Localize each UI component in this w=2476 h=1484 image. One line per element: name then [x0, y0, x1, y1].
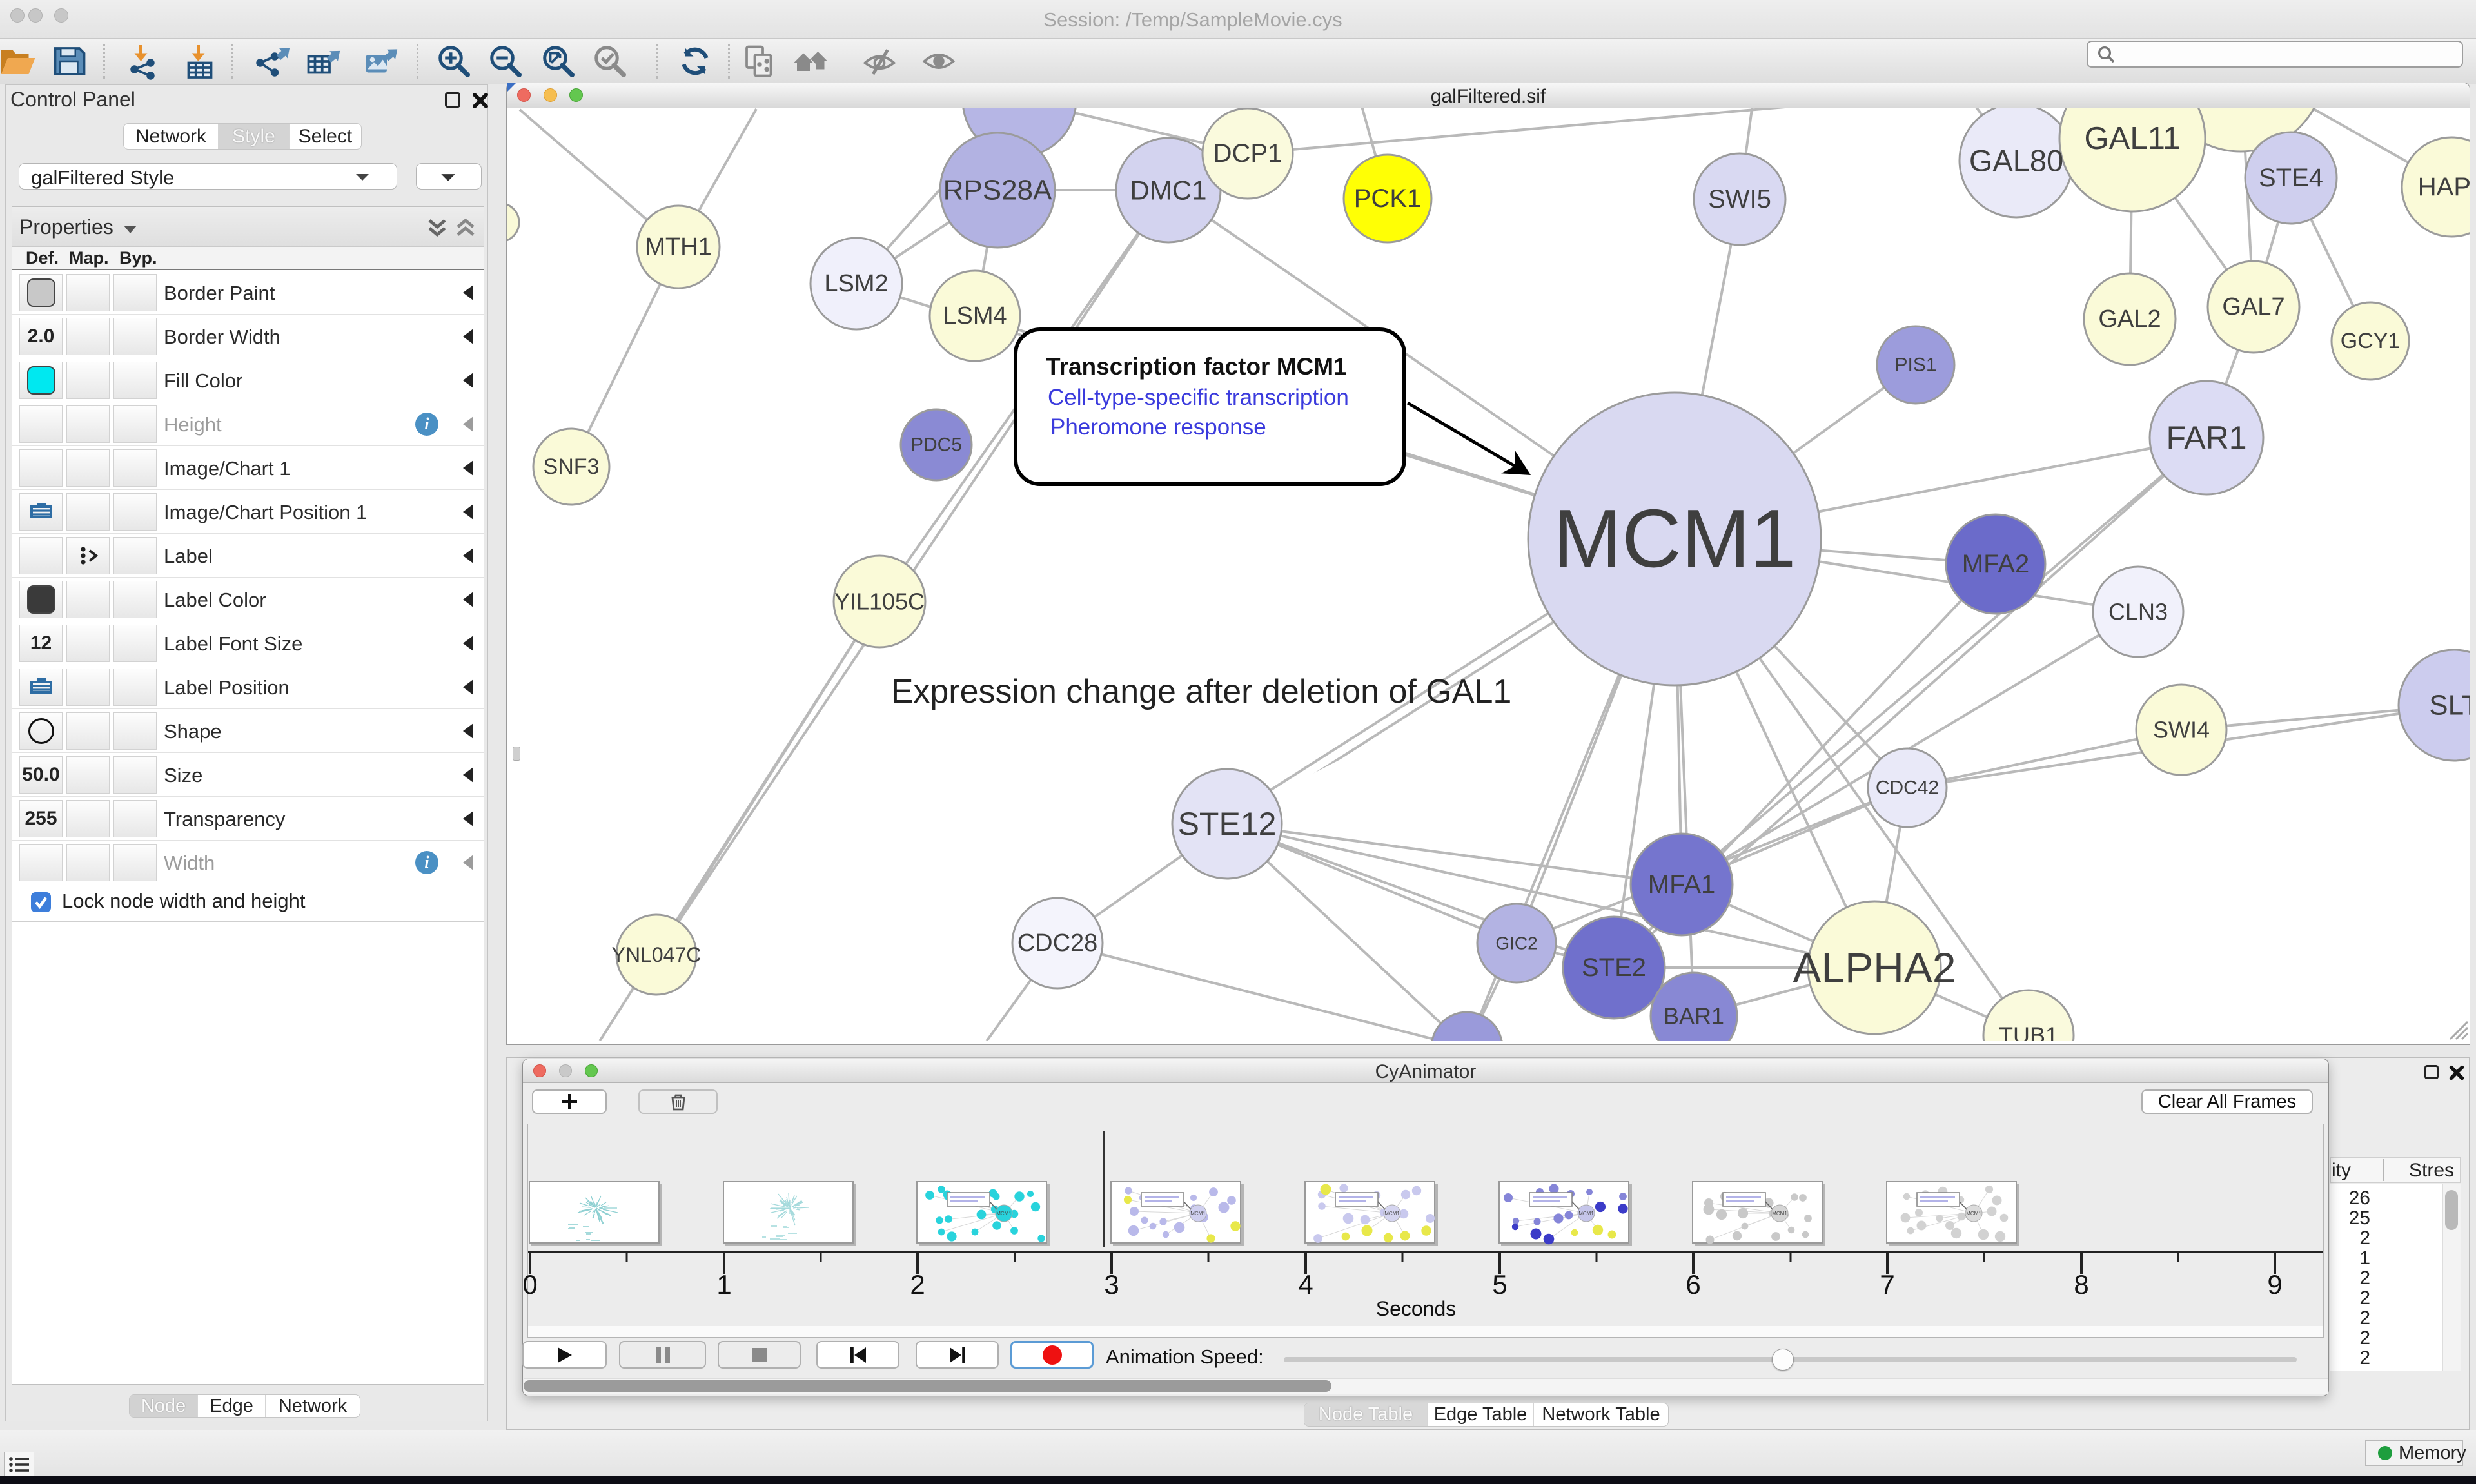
- svg-text:8: 8: [2074, 1269, 2088, 1296]
- svg-text:GIC2: GIC2: [1495, 933, 1537, 953]
- svg-text:MTH1: MTH1: [645, 233, 711, 260]
- svg-text:CDC42: CDC42: [1876, 777, 1939, 799]
- svg-text:GAL80: GAL80: [1969, 144, 2063, 178]
- svg-text:STE12: STE12: [1178, 806, 1277, 842]
- svg-text:MFA1: MFA1: [1648, 870, 1715, 899]
- svg-text:GCY1: GCY1: [2341, 329, 2401, 353]
- svg-text:ALPHA2: ALPHA2: [1793, 944, 1956, 991]
- svg-text:GAL11: GAL11: [2085, 121, 2181, 156]
- svg-text:Transcription factor MCM1: Transcription factor MCM1: [1046, 353, 1347, 380]
- svg-text:MCM1: MCM1: [1384, 1211, 1400, 1216]
- svg-text:YNL047C: YNL047C: [612, 943, 702, 966]
- svg-text:STE4: STE4: [2259, 164, 2323, 192]
- svg-text:MCM1: MCM1: [1772, 1211, 1787, 1216]
- svg-text:STE2: STE2: [1582, 953, 1646, 982]
- svg-text:DMC1: DMC1: [1130, 175, 1206, 206]
- svg-text:GAL2: GAL2: [2098, 306, 2161, 333]
- svg-text:MCM1: MCM1: [996, 1211, 1012, 1216]
- svg-text:2: 2: [910, 1269, 925, 1296]
- svg-text:0: 0: [522, 1269, 537, 1296]
- svg-text:HAP2: HAP2: [2418, 173, 2470, 201]
- svg-text:TUB1: TUB1: [1999, 1022, 2058, 1042]
- svg-text:BAR1: BAR1: [1664, 1003, 1724, 1030]
- svg-text:4: 4: [1298, 1269, 1313, 1296]
- svg-text:PIS1: PIS1: [1894, 355, 1936, 376]
- svg-text:3: 3: [1104, 1269, 1119, 1296]
- svg-text:6: 6: [1685, 1269, 1700, 1296]
- svg-text:MCM1: MCM1: [1966, 1211, 1981, 1216]
- svg-text:RPS28A: RPS28A: [943, 175, 1052, 206]
- svg-text:MCM1: MCM1: [1553, 493, 1796, 585]
- svg-text:SWI5: SWI5: [1708, 185, 1771, 213]
- svg-text:CDC28: CDC28: [1017, 930, 1098, 957]
- svg-text:SNF3: SNF3: [544, 454, 600, 479]
- svg-text:LSM4: LSM4: [943, 302, 1007, 329]
- svg-text:GAL7: GAL7: [2222, 293, 2284, 320]
- svg-text:CLN3: CLN3: [2108, 599, 2168, 625]
- svg-text:FAR1: FAR1: [2166, 420, 2246, 456]
- svg-text:1: 1: [716, 1269, 731, 1296]
- svg-text:PCK1: PCK1: [1354, 184, 1422, 213]
- svg-text:9: 9: [2267, 1269, 2282, 1296]
- svg-text:DCP1: DCP1: [1213, 139, 1282, 168]
- svg-text:SLT: SLT: [2429, 690, 2470, 721]
- svg-text:7: 7: [1880, 1269, 1894, 1296]
- svg-text:5: 5: [1492, 1269, 1507, 1296]
- svg-text:Cell-type-specific transcripti: Cell-type-specific transcription: [1048, 385, 1349, 410]
- svg-text:Expression change after deleti: Expression change after deletion of GAL1: [891, 673, 1512, 710]
- svg-text:MCM1: MCM1: [1578, 1211, 1594, 1216]
- svg-text:MFA2: MFA2: [1962, 550, 2029, 578]
- svg-text:MCM1: MCM1: [1190, 1211, 1206, 1216]
- svg-text:PDC5: PDC5: [910, 434, 962, 456]
- svg-text:LSM2: LSM2: [824, 270, 888, 297]
- svg-text:SWI4: SWI4: [2153, 717, 2210, 743]
- svg-text:YIL105C: YIL105C: [834, 589, 925, 615]
- svg-text:Pheromone response: Pheromone response: [1050, 415, 1266, 440]
